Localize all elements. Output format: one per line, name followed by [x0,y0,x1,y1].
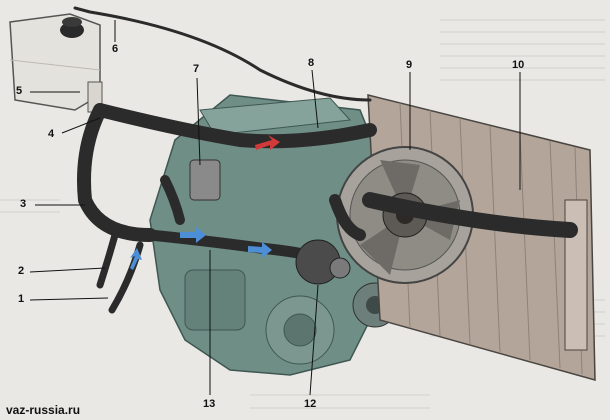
callout-7: 7 [193,63,200,75]
callout-6: 6 [112,43,119,55]
leader-lines [29,20,521,396]
callout-8: 8 [308,57,315,69]
callout-4: 4 [48,128,55,140]
callout-2: 2 [18,265,25,277]
flow-arrows [130,135,280,270]
callout-3: 3 [20,198,27,210]
expansion-tank [9,13,103,113]
water-pump [295,239,351,285]
callout-9: 9 [406,59,413,71]
callout-12: 12 [304,398,317,410]
callout-10: 10 [512,59,525,71]
thermostat-housing [189,159,221,201]
callout-1: 1 [18,293,25,305]
callout-5: 5 [16,85,23,97]
site-watermark: vaz-russia.ru [6,403,81,417]
callout-13: 13 [203,398,216,410]
